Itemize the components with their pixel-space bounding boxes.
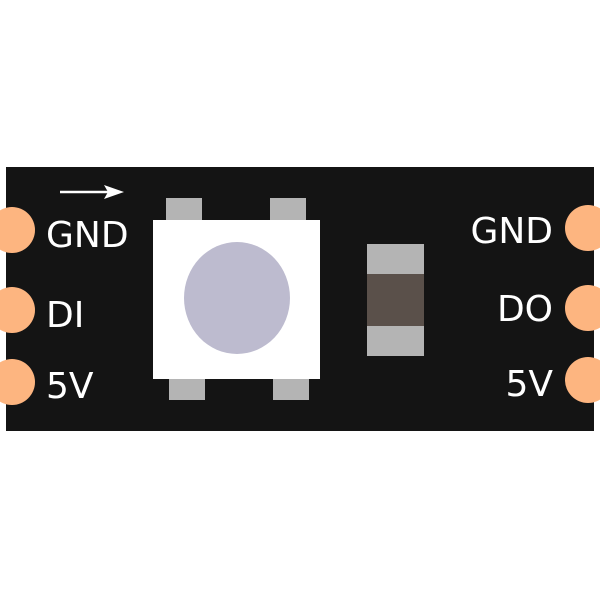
pad-left-di <box>0 287 35 333</box>
smd-component <box>367 244 424 356</box>
pad-right-do <box>565 285 600 331</box>
label-left-gnd: GND <box>46 215 129 256</box>
label-right-5v: 5V <box>505 364 553 405</box>
pad-right-5v <box>565 357 600 403</box>
pad-left-gnd <box>0 207 35 253</box>
led-pin <box>273 378 309 400</box>
led-chip <box>153 198 320 400</box>
led-pin <box>169 378 205 400</box>
led-pin <box>270 198 306 222</box>
smd-cap-bottom <box>367 326 424 356</box>
left-pads <box>0 207 35 405</box>
pad-left-5v <box>0 359 35 405</box>
smd-cap-top <box>367 244 424 274</box>
pad-right-gnd <box>565 205 600 251</box>
right-pads <box>565 205 600 403</box>
label-left-di: DI <box>46 295 84 336</box>
label-right-do: DO <box>497 289 553 330</box>
smd-body <box>367 274 424 328</box>
label-right-gnd: GND <box>470 211 553 252</box>
led-lens <box>184 242 290 354</box>
led-pin <box>166 198 202 222</box>
arrow-right-icon <box>60 185 124 199</box>
label-left-5v: 5V <box>46 366 94 407</box>
